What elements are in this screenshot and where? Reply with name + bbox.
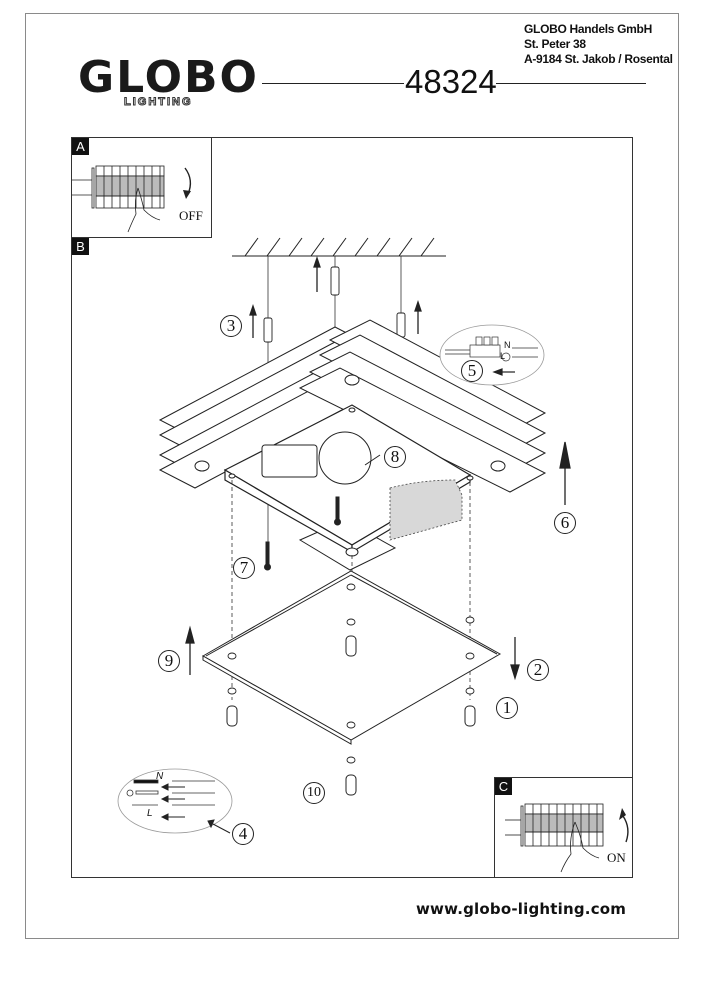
mounting-screws [264,496,341,571]
off-label: OFF [179,208,203,223]
mesh-area [389,479,463,541]
ceiling-hatch [232,237,446,257]
panel-a-tag: A [72,138,89,155]
panel-c-tag: C [495,778,512,795]
step-3: 3 [220,315,242,337]
supply-wires-icon [126,779,215,806]
on-label: ON [607,850,626,865]
neutral-label-4: N [156,771,164,782]
breaker-switch-off-illustration [72,165,192,233]
breaker-switch-on-illustration [505,803,629,873]
wiring-callout-4 [117,768,233,834]
step-7: 7 [233,557,255,579]
header-rule-left [262,83,404,84]
step-6: 6 [554,512,576,534]
logo-brand: GLOBO [78,52,259,103]
glass-diffuser-plate [201,570,502,745]
step-9: 9 [158,650,180,672]
panel-c-power-on: C ON [494,777,633,878]
step-1: 1 [496,697,518,719]
logo-subtitle: LIGHTING [124,96,193,109]
step-10: 10 [303,782,325,804]
website-url[interactable]: www.globo-lighting.com [416,900,627,918]
glass-fixing-knobs [226,635,476,796]
neutral-label-5: N [504,340,511,350]
instruction-frame [71,137,633,878]
up-arrows [185,255,571,675]
live-label-4: L [147,808,153,819]
company-street: St. Peter 38 [524,37,586,51]
company-name: GLOBO Handels GmbH [524,22,652,36]
model-number: 48324 [405,63,497,100]
panel-b-tag: B [72,238,89,255]
company-address: GLOBO Handels GmbH St. Peter 38 A-9184 S… [524,22,673,67]
company-city: A-9184 St. Jakob / Rosental [524,52,673,66]
panel-a-power-off: A OFF [71,137,212,238]
pointer-arrow-8 [364,454,381,466]
step-4: 4 [232,823,254,845]
terminal-block-icon [445,336,538,362]
step-8: 8 [384,446,406,468]
live-label-5: L [500,351,506,361]
wall-plug-icons [263,266,406,343]
step-5: 5 [461,360,483,382]
header-rule-right [496,83,646,84]
light-bulb [261,431,372,485]
step-2: 2 [527,659,549,681]
page-frame [25,13,679,939]
down-arrow [510,637,520,681]
globo-logo: GLOBO LIGHTING [78,52,259,109]
